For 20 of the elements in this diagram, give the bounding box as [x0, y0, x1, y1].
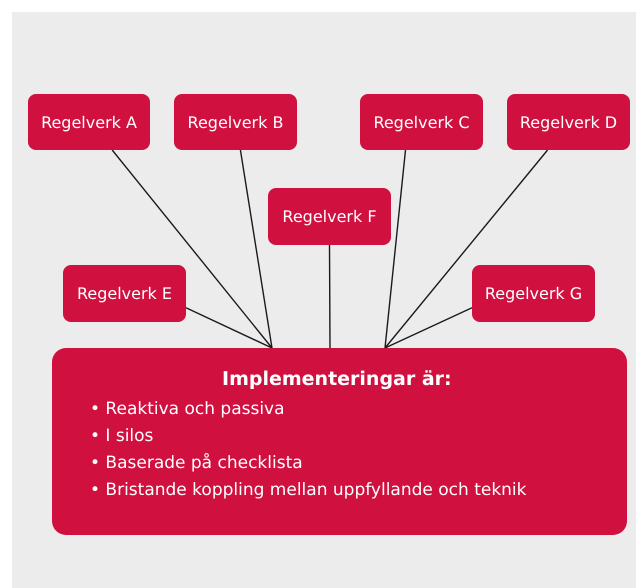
node-label: Regelverk E: [76, 284, 172, 303]
node-label: Regelverk F: [282, 207, 377, 226]
bullet-item: • Baserade på checklista: [90, 452, 304, 475]
node-label: Regelverk C: [373, 112, 470, 132]
summary-box: [52, 348, 627, 535]
node-label: Regelverk G: [484, 284, 582, 303]
bullet-item: • Bristande koppling mellan uppfyllande och teknik: [90, 479, 527, 502]
node-label: Regelverk A: [41, 112, 137, 132]
bullet-item: • Reaktiva och passiva: [90, 398, 286, 421]
connector-line: [384, 150, 406, 348]
connector-line: [240, 150, 273, 348]
node-label: Regelverk D: [520, 112, 618, 132]
connector-line: [384, 307, 472, 349]
connector-line: [384, 150, 548, 348]
node-label: Regelverk B: [188, 112, 284, 132]
connector-line: [186, 307, 272, 349]
bullet-item: • I silos: [90, 425, 154, 448]
connector-line: [112, 150, 273, 348]
heading: Implementeringar är:: [222, 368, 452, 390]
connector-line: [328, 245, 331, 348]
